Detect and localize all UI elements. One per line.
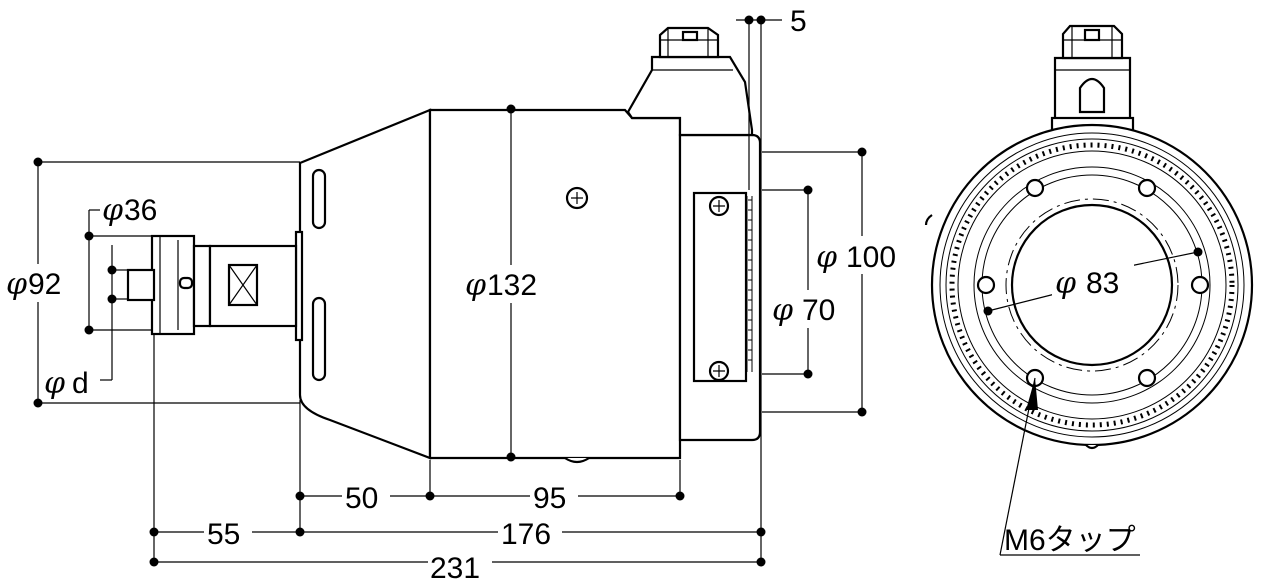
phi100-label: 100 <box>846 241 896 274</box>
phi83-label: 83 <box>1086 267 1119 300</box>
dim-50-label: 50 <box>345 482 378 515</box>
rear-serration <box>746 196 753 372</box>
m6-tap-label: M6タップ <box>1004 524 1136 557</box>
dim-95-label: 95 <box>533 482 566 515</box>
bottom-nub <box>564 457 590 464</box>
tap-arrow <box>1026 378 1038 410</box>
upper-slot <box>311 168 327 230</box>
bolt-circle <box>1005 198 1179 372</box>
dim-5-label: 5 <box>790 5 807 38</box>
phi36-symbol: φ <box>102 193 123 228</box>
knurl-ring <box>949 142 1235 428</box>
phi132-symbol: φ <box>465 268 486 303</box>
phi83-symbol: φ <box>1055 266 1076 301</box>
phi100-symbol: φ <box>816 240 837 275</box>
front-cone <box>298 108 432 460</box>
side-view <box>126 26 762 464</box>
connector-housing <box>626 55 754 137</box>
phi132-label: 132 <box>487 269 537 302</box>
dim-231-label: 231 <box>430 552 480 585</box>
phi70-label: 70 <box>802 294 835 327</box>
phi92-label: 92 <box>28 268 61 301</box>
dim-55-label: 55 <box>207 518 240 551</box>
dim-176-label: 176 <box>501 518 551 551</box>
phi-d-label: d <box>72 367 89 400</box>
lower-slot <box>311 296 327 382</box>
phi-d-symbol: φ <box>44 366 65 401</box>
front-connector-cap <box>1061 24 1124 60</box>
phi36-label: 36 <box>124 194 157 227</box>
phi92-symbol: φ <box>6 267 27 302</box>
phi70-symbol: φ <box>772 293 793 328</box>
shaft-tip <box>126 268 156 302</box>
front-connector-window <box>1078 77 1106 114</box>
rear-plate <box>692 191 748 383</box>
front-view-dimensions: φ 83 M6タップ <box>983 247 1203 557</box>
front-view <box>924 24 1254 450</box>
side-view-dimensions: φ 92 φ 36 φ d φ 132 φ 100 <box>4 5 910 585</box>
